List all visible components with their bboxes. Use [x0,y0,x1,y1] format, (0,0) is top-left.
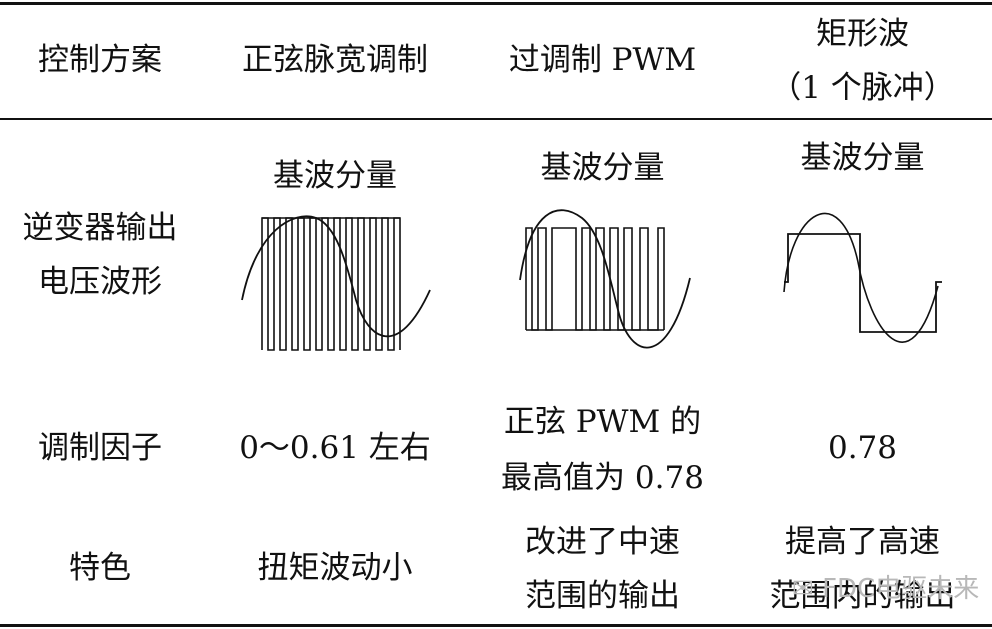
caption-fundamental-col1: 基波分量 [205,154,465,198]
square-waveform [783,212,942,343]
header-sine-pwm-text: 正弦脉宽调制 [242,42,428,78]
table-bottom-rule [0,624,992,627]
feature-col3-line1: 提高了高速 [785,524,940,560]
row-label-output-waveform-line1: 逆变器输出 [22,210,178,246]
modulation-value-col1: 0～0.61 左右 [205,426,465,470]
caption-fundamental-col3: 基波分量 [735,136,990,180]
caption-fundamental-col1-text: 基波分量 [273,158,397,194]
row-label-output-waveform: 逆变器输出 电压波形 [0,206,200,304]
row-label-feature-text: 特色 [69,550,131,586]
modulation-value-col3: 0.78 [735,426,990,470]
caption-fundamental-col2: 基波分量 [470,146,735,190]
modulation-value-col2: 正弦 PWM 的 最高值为 0.78 [470,400,735,500]
header-overmodulation-text: 过调制 PWM [508,42,697,78]
feature-col3-line2: 范围内的输出 [769,578,956,614]
feature-col1: 扭矩波动小 [205,546,465,590]
caption-fundamental-col3-text: 基波分量 [800,140,925,176]
sine-pwm-pulse-train [261,217,401,351]
sine-pwm-fundamental-curve [241,215,431,338]
watermark-text: FDC电驱未来 [822,574,980,604]
row-label-output-waveform-line2: 电压波形 [38,264,162,300]
row-label-modulation-factor-text: 调制因子 [38,430,162,466]
overmodulation-fundamental-curve [519,209,691,349]
header-separator-rule [0,118,992,120]
row-label-feature: 特色 [0,546,200,590]
feature-col2-line2: 范围的输出 [525,578,680,614]
header-square-wave-line1: 矩形波 [816,16,909,52]
row-label-modulation-factor: 调制因子 [0,426,200,470]
header-sine-pwm: 正弦脉宽调制 [205,38,465,82]
feature-col2: 改进了中速 范围的输出 [470,520,735,618]
watermark: ✉ FDC电驱未来 [792,568,979,605]
overmodulation-pwm-waveform [519,209,691,349]
modulation-value-col2-line2: 最高值为 0.78 [501,460,704,496]
header-scheme: 控制方案 [0,38,200,82]
header-scheme-text: 控制方案 [38,42,162,78]
header-square-wave: 矩形波 （1 个脉冲） [735,12,990,110]
header-square-wave-line2: （1 个脉冲） [770,70,955,106]
caption-fundamental-col2-text: 基波分量 [540,150,665,186]
feature-col2-line1: 改进了中速 [525,524,680,560]
modulation-value-col2-line1: 正弦 PWM 的 [503,404,702,440]
modulation-value-col3-text: 0.78 [827,430,898,466]
wechat-icon: ✉ [792,574,814,604]
header-overmodulation: 过调制 PWM [470,38,735,82]
feature-col1-text: 扭矩波动小 [257,550,413,586]
overmodulation-pulse-train [525,227,665,331]
feature-col3: 提高了高速 范围内的输出 [735,520,990,618]
sine-pwm-waveform [241,215,431,351]
square-wave-fundamental-curve [783,212,939,343]
table-top-rule [0,2,992,5]
modulation-value-col1-text: 0～0.61 左右 [239,430,431,466]
